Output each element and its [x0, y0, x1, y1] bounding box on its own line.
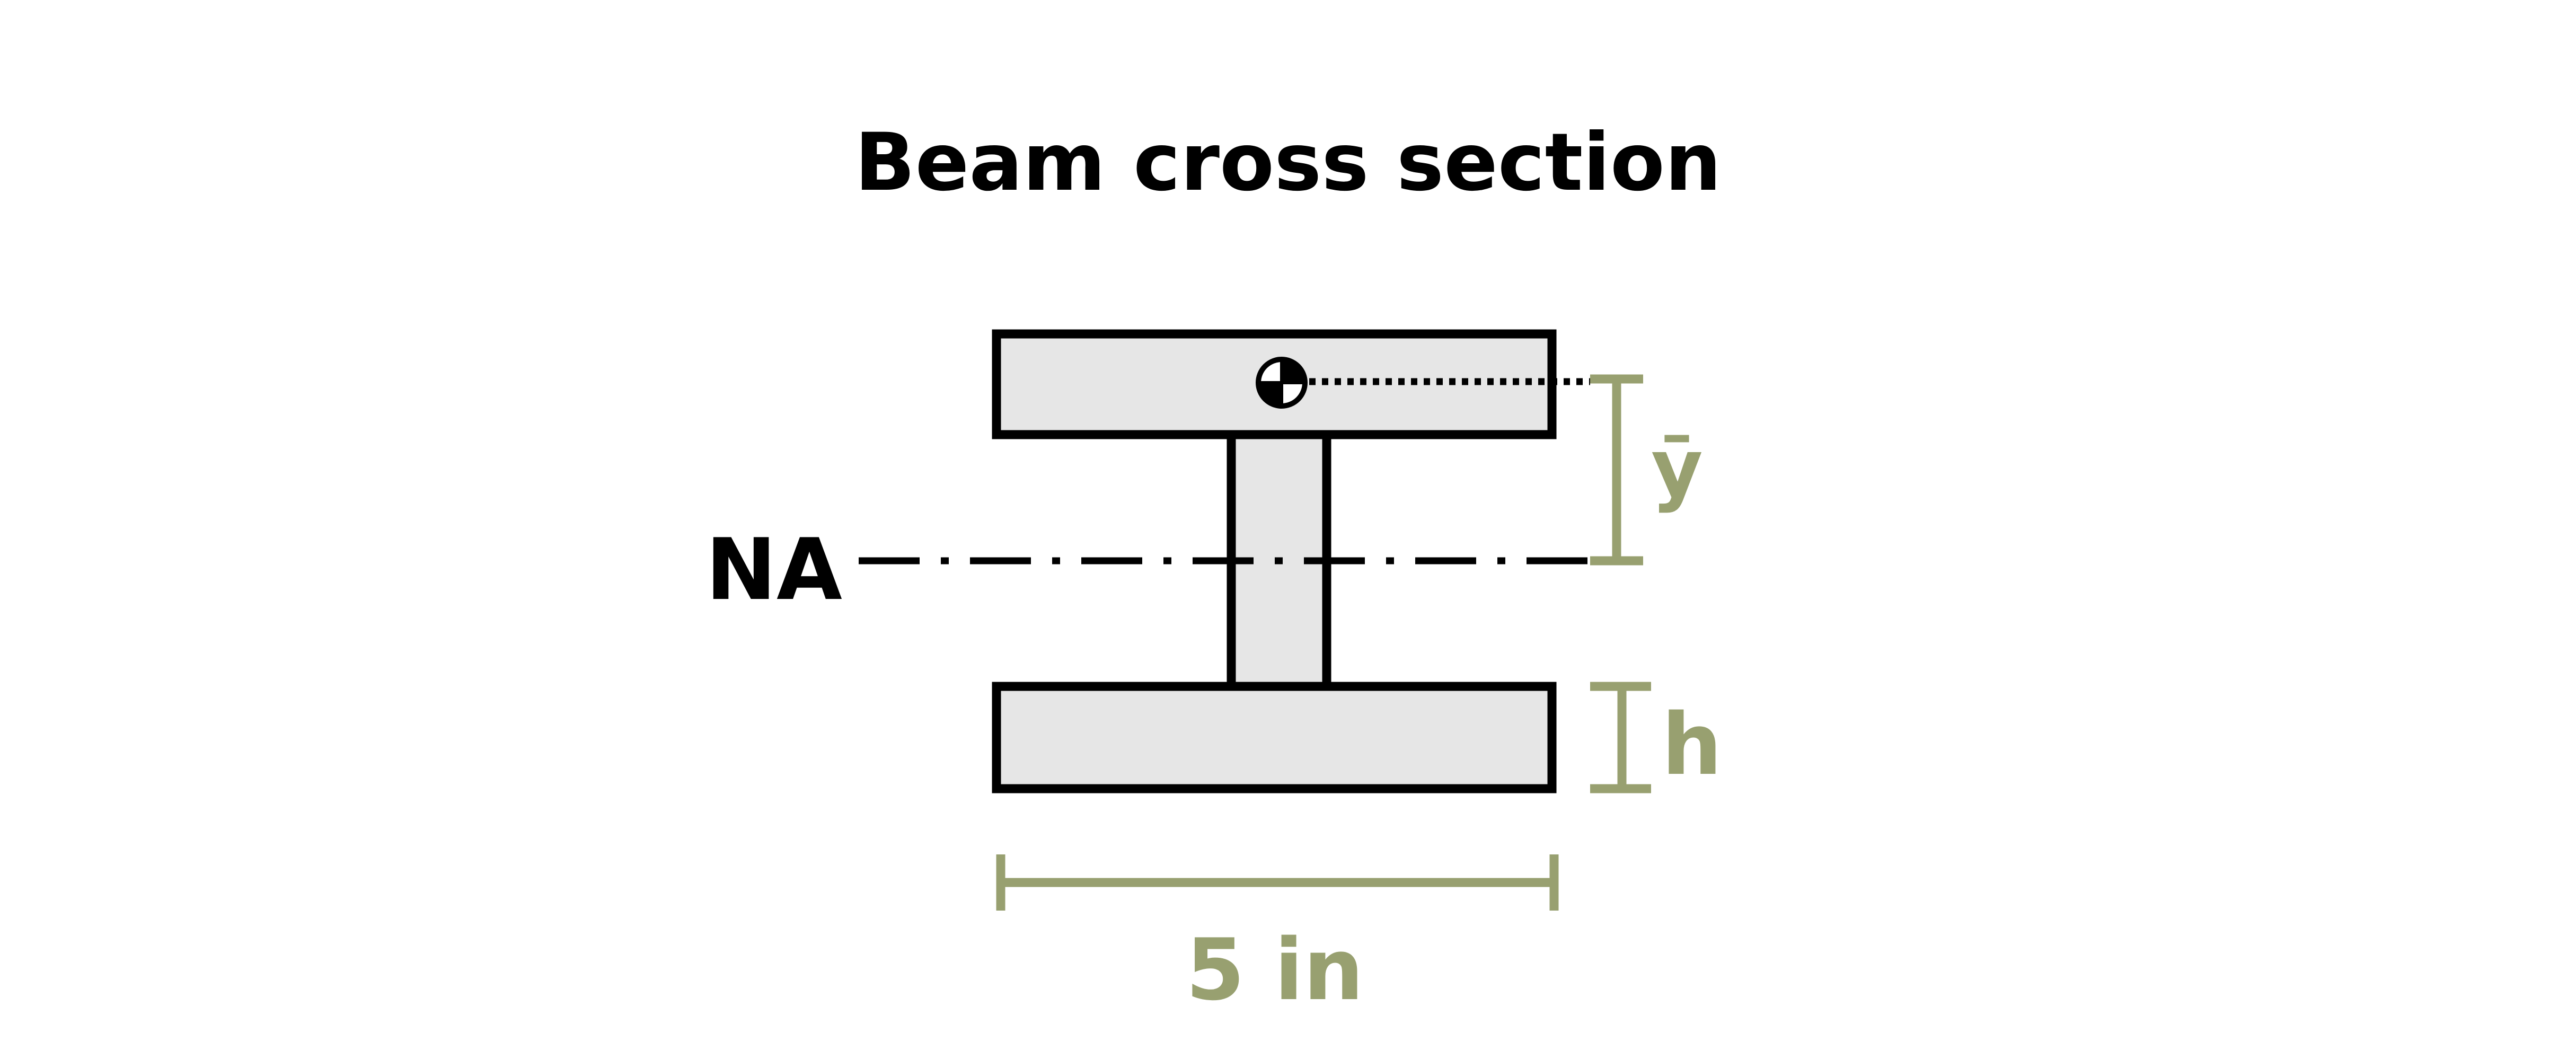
neutral-axis-label: NA [705, 520, 842, 619]
flange-thickness-dimension [1590, 682, 1651, 793]
centroid-distance-label: ȳ [1651, 422, 1703, 515]
flange-width-label: 5 in [1186, 920, 1364, 1019]
centroid-symbol-icon [1256, 357, 1308, 409]
bottom-flange [992, 682, 1557, 793]
flange-width-dimension [996, 854, 1559, 911]
centroid-distance-dimension [1590, 374, 1643, 566]
diagram-title: Beam cross section [854, 117, 1721, 209]
flange-thickness-label: h [1662, 695, 1722, 794]
i-beam [992, 329, 1557, 793]
